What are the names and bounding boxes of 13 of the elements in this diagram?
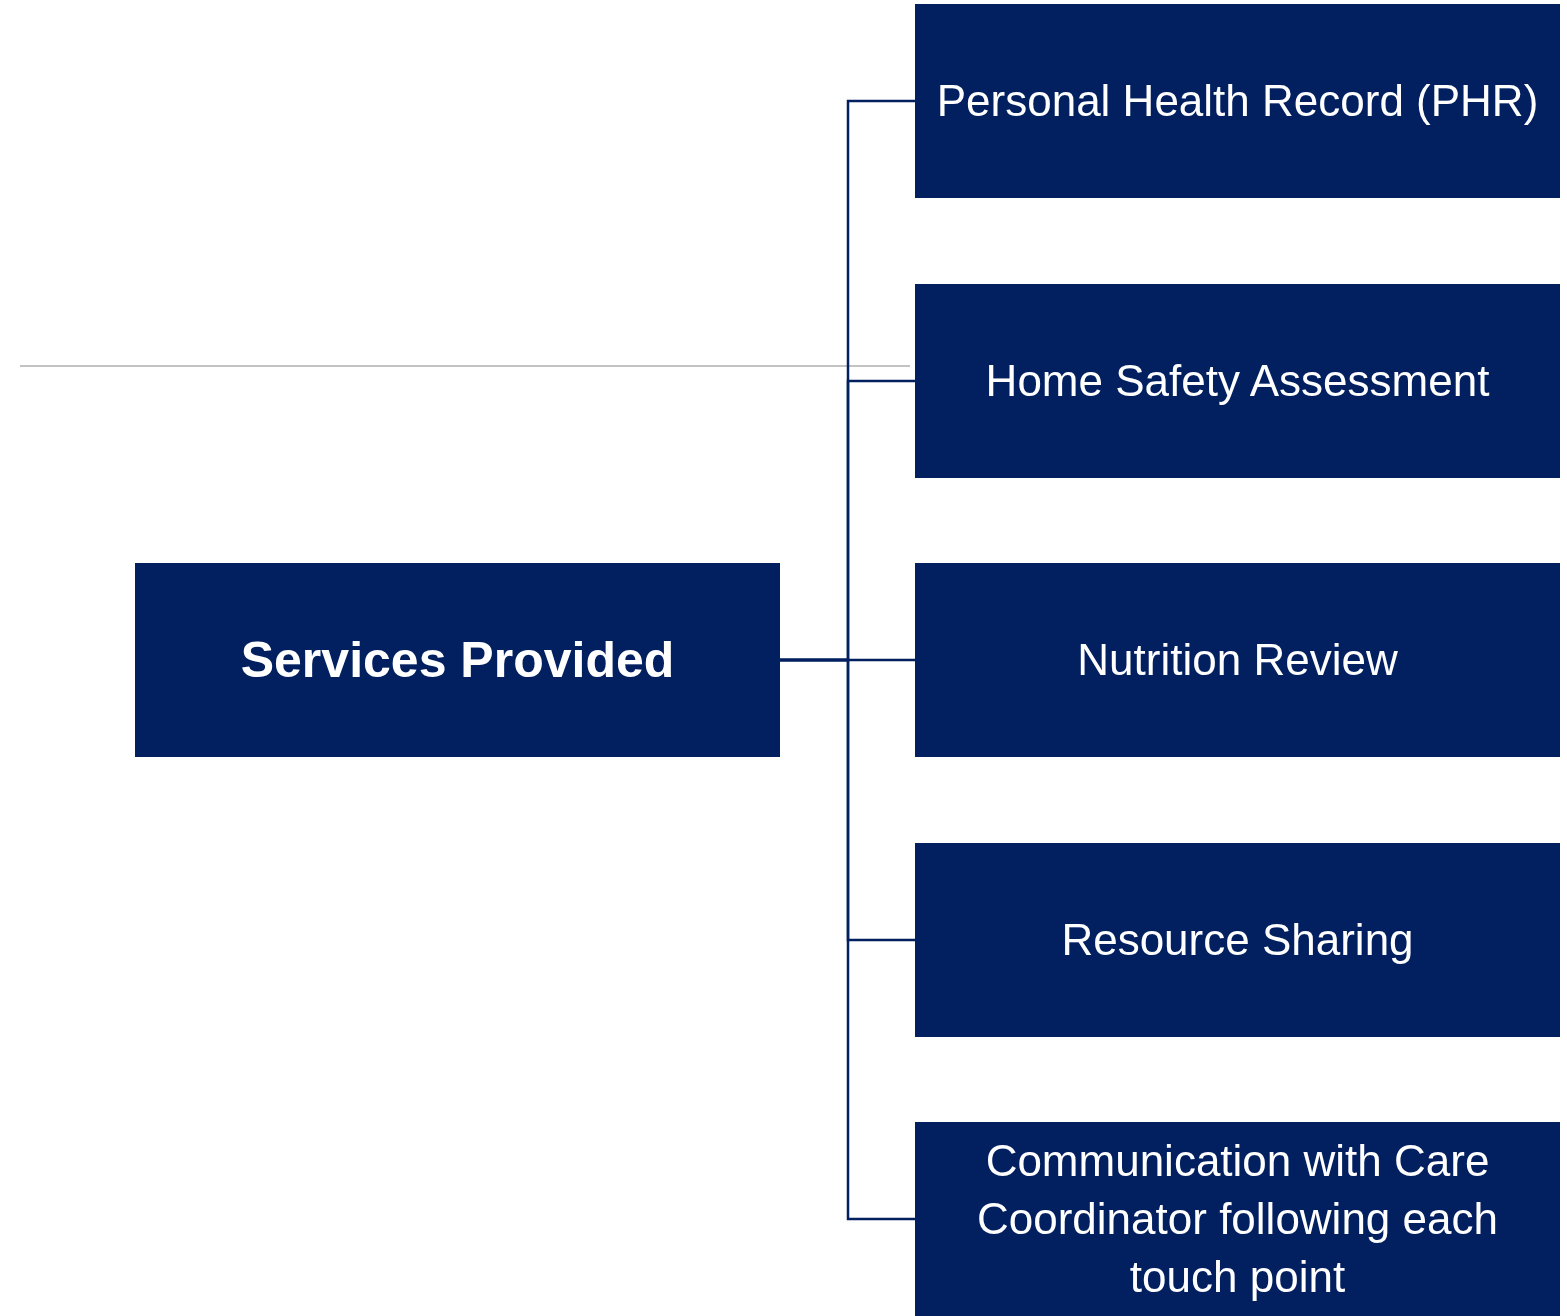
box-label: Services Provided bbox=[240, 631, 675, 690]
box-label: Nutrition Review bbox=[1077, 633, 1398, 686]
box-label: Resource Sharing bbox=[1061, 913, 1414, 966]
service-box bbox=[915, 284, 1560, 478]
connector-line bbox=[780, 658, 915, 1221]
box-label: Personal Health Record (PHR) bbox=[936, 74, 1539, 127]
service-box bbox=[915, 843, 1560, 1037]
service-box bbox=[915, 1122, 1560, 1316]
box-label: Home Safety Assessment bbox=[985, 354, 1490, 407]
box-label: Communication with Care Coordinator following each touch point bbox=[976, 1134, 1499, 1304]
service-box bbox=[915, 4, 1560, 198]
root-box bbox=[135, 563, 780, 757]
service-box bbox=[915, 563, 1560, 757]
